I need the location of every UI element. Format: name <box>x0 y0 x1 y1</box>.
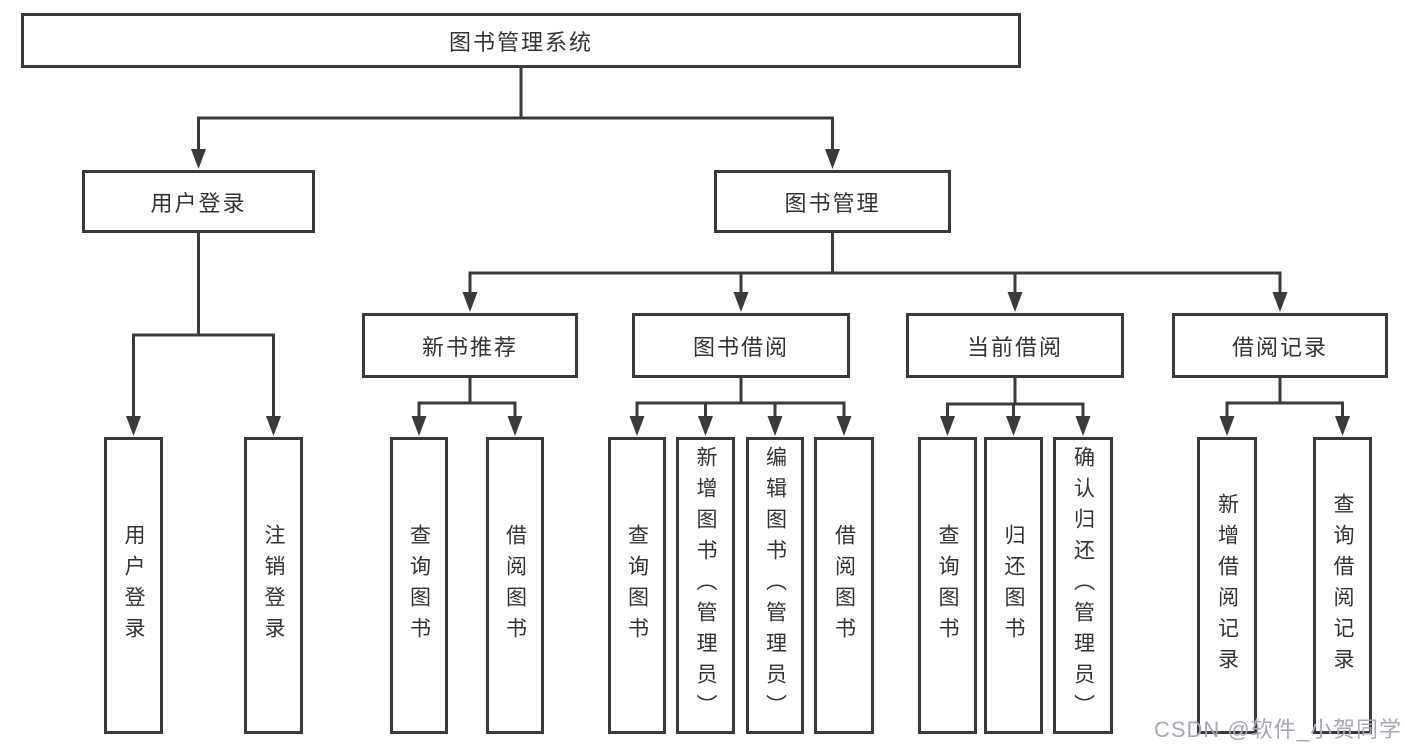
leaf-add-book-admin: 新增图书（管理员） <box>676 437 735 734</box>
node-user-login: 用户登录 <box>82 170 315 233</box>
leaf-edit-book-admin: 编辑图书（管理员） <box>746 437 804 734</box>
node-borrow-records: 借阅记录 <box>1172 313 1388 378</box>
leaf-confirm-return-admin: 确认归还（管理员） <box>1053 437 1113 734</box>
node-new-book-recommend: 新书推荐 <box>362 313 578 378</box>
leaf-return-book: 归还图书 <box>984 437 1043 734</box>
node-book-management: 图书管理 <box>714 170 951 233</box>
connector-paths <box>132 68 1344 418</box>
leaf-query-books-recommend: 查询图书 <box>390 437 448 734</box>
leaf-user-login: 用户登录 <box>104 437 163 734</box>
leaf-borrow-books: 借阅图书 <box>814 437 874 734</box>
node-current-borrow: 当前借阅 <box>906 313 1124 378</box>
node-book-borrow: 图书借阅 <box>632 313 850 378</box>
node-library-system: 图书管理系统 <box>21 13 1021 68</box>
watermark: CSDN @软件_小贺同学 <box>1153 717 1402 742</box>
leaf-query-borrow-record: 查询借阅记录 <box>1313 437 1372 734</box>
leaf-query-books-borrow: 查询图书 <box>608 437 666 734</box>
leaf-logout: 注销登录 <box>244 437 303 734</box>
leaf-add-borrow-record: 新增借阅记录 <box>1197 437 1257 734</box>
leaf-query-books-current: 查询图书 <box>918 437 977 734</box>
arrowhead-icons <box>126 149 1350 436</box>
leaf-borrow-books-recommend: 借阅图书 <box>486 437 544 734</box>
